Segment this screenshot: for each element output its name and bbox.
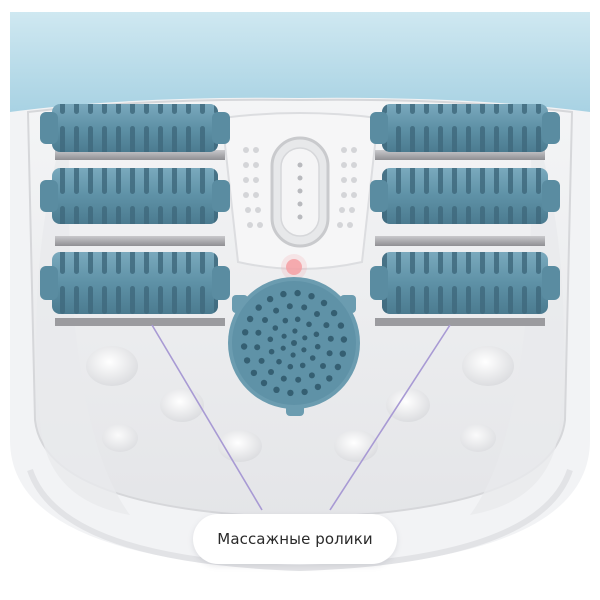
massage-roller-icon <box>370 104 560 314</box>
indicator-light-icon <box>286 259 302 275</box>
callout-label-text: Массажные ролики <box>217 530 373 548</box>
massage-roller-icon <box>40 104 230 314</box>
basin-rim <box>10 12 590 112</box>
water-jet-icon <box>228 277 360 416</box>
callout-lines <box>151 324 451 511</box>
roller-rails <box>55 150 545 326</box>
callout-label-massage-rollers: Массажные ролики <box>193 514 397 564</box>
acupressure-dots <box>243 147 357 228</box>
